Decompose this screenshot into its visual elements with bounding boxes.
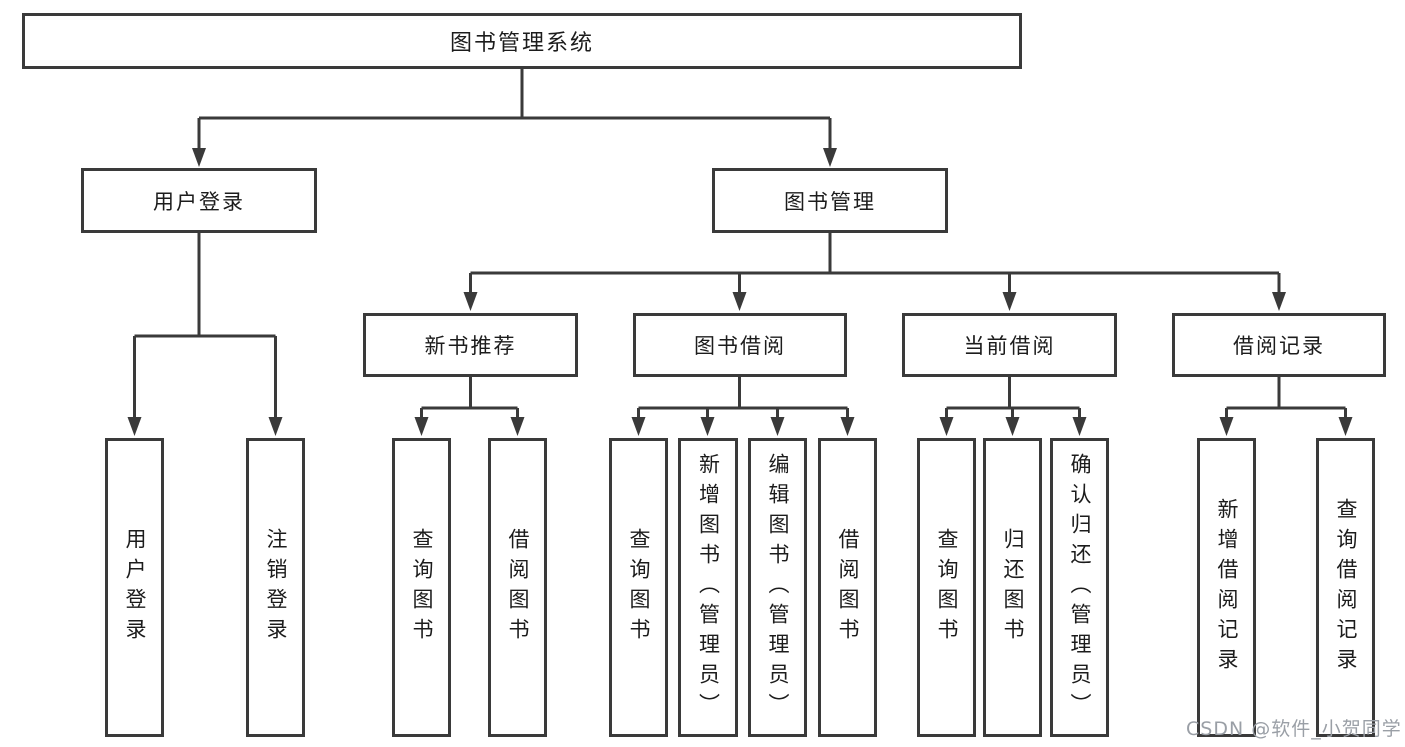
arrow-icon: [268, 417, 283, 436]
leaf-query-books-borrow: 查询图书: [609, 438, 668, 737]
connector-new-book-children: [420, 377, 519, 419]
node-label: 新书推荐: [424, 334, 517, 358]
connector-borrow-record-children: [1225, 377, 1347, 419]
node-current-borrow: 当前借阅: [902, 313, 1117, 377]
leaf-label: 归还图书: [1001, 527, 1025, 648]
arrow-icon: [192, 148, 206, 167]
arrow-icon: [631, 417, 646, 436]
node-new-book-recommend: 新书推荐: [363, 313, 578, 377]
node-book-management: 图书管理: [712, 168, 948, 233]
connector-book-borrow-children: [637, 377, 849, 419]
node-label: 借阅记录: [1233, 334, 1325, 358]
arrow-icon: [127, 417, 142, 436]
connector-root-to-level2: [197, 69, 832, 150]
node-borrow-records: 借阅记录: [1172, 313, 1386, 377]
arrow-icon: [732, 292, 747, 311]
leaf-label: 借阅图书: [836, 527, 860, 648]
node-user-login: 用户登录: [81, 168, 317, 233]
arrow-icon: [1219, 417, 1234, 436]
leaf-borrow-books-recommend: 借阅图书: [488, 438, 547, 737]
arrow-icon: [1002, 292, 1017, 311]
leaf-user-login: 用户登录: [105, 438, 164, 737]
arrow-icon: [1338, 417, 1353, 436]
leaf-label: 新增借阅记录: [1215, 497, 1239, 678]
arrow-icon: [939, 417, 954, 436]
arrow-icon: [1272, 292, 1286, 311]
leaf-label: 查询图书: [627, 527, 651, 648]
arrow-icon: [414, 417, 429, 436]
arrow-icon: [463, 292, 478, 311]
arrow-icon: [840, 417, 855, 436]
node-book-borrow: 图书借阅: [633, 313, 847, 377]
arrow-icon: [823, 148, 837, 167]
leaf-label: 用户登录: [123, 527, 147, 648]
connector-current-borrow-children: [945, 377, 1081, 419]
watermark: CSDN @软件_小贺同学: [1186, 718, 1402, 740]
leaf-label: 借阅图书: [506, 527, 530, 648]
leaf-label: 查询图书: [410, 527, 434, 648]
leaf-logout: 注销登录: [246, 438, 305, 737]
arrow-icon: [510, 417, 525, 436]
leaf-confirm-return-admin: 确认归还（管理员）: [1050, 438, 1109, 737]
node-label: 当前借阅: [963, 334, 1056, 358]
arrow-icon: [1072, 417, 1087, 436]
leaf-label: 注销登录: [264, 527, 288, 648]
node-root-system: 图书管理系统: [22, 13, 1022, 69]
leaf-query-borrow-record: 查询借阅记录: [1316, 438, 1375, 737]
leaf-label: 查询图书: [935, 527, 959, 648]
arrow-icon: [700, 417, 715, 436]
connector-user-login-children: [133, 233, 277, 419]
leaf-query-books-current: 查询图书: [917, 438, 976, 737]
leaf-label: 编辑图书（管理员）: [766, 452, 790, 723]
leaf-label: 新增图书（管理员）: [696, 452, 721, 723]
node-label: 图书借阅: [694, 334, 786, 358]
node-label: 图书管理: [784, 189, 876, 214]
node-label: 用户登录: [153, 189, 245, 214]
leaf-query-books-recommend: 查询图书: [392, 438, 451, 737]
connector-book-mgmt-to-level3: [469, 233, 1281, 294]
arrow-icon: [1005, 417, 1020, 436]
leaf-add-book-admin: 新增图书（管理员）: [678, 438, 738, 737]
leaf-return-book: 归还图书: [983, 438, 1042, 737]
leaf-label: 查询借阅记录: [1334, 497, 1358, 678]
arrow-icon: [770, 417, 785, 436]
leaf-edit-book-admin: 编辑图书（管理员）: [748, 438, 807, 737]
leaf-add-borrow-record: 新增借阅记录: [1197, 438, 1256, 737]
leaf-label: 确认归还（管理员）: [1068, 452, 1092, 723]
node-label: 图书管理系统: [449, 31, 594, 56]
leaf-borrow-books: 借阅图书: [818, 438, 877, 737]
